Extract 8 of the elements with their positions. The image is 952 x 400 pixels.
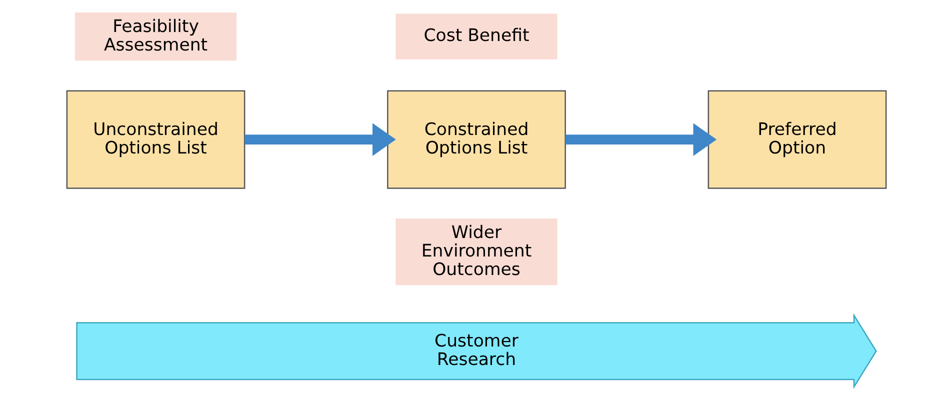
node-box: Feasibility Assessment bbox=[74, 12, 236, 61]
arrow bbox=[244, 123, 396, 156]
node-box: Unconstrained Options List bbox=[66, 90, 245, 189]
node-box: Cost Benefit bbox=[395, 14, 557, 60]
arrow bbox=[564, 123, 716, 156]
node-box: Preferred Option bbox=[707, 90, 886, 189]
node-box: Constrained Options List bbox=[386, 90, 566, 189]
node-box: Wider Environment Outcomes bbox=[395, 218, 557, 286]
